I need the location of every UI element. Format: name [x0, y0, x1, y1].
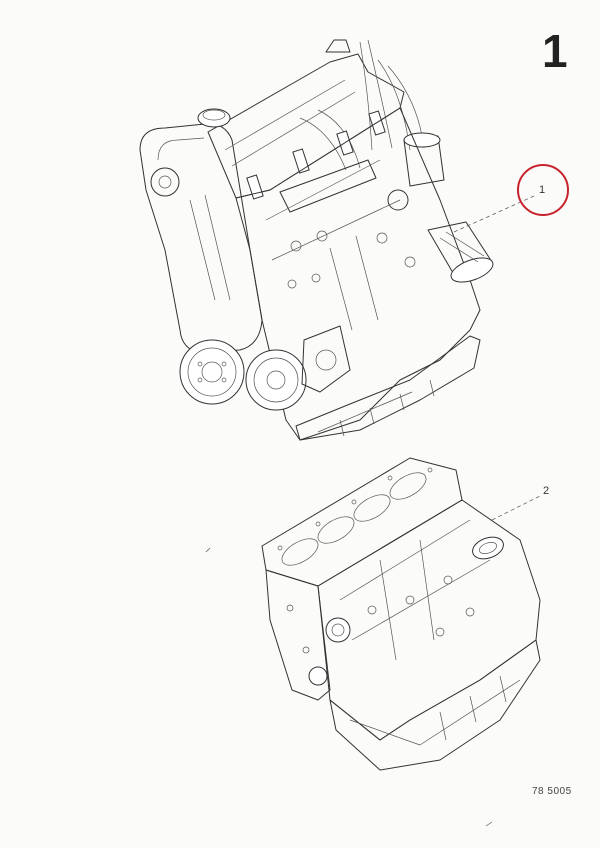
page-number: 1	[542, 25, 568, 77]
engine-assembly-illustration[interactable]	[139, 39, 535, 441]
callout-1-label: 1	[539, 184, 545, 196]
callout-1[interactable]: 1	[517, 164, 569, 216]
scan-mark	[205, 547, 211, 553]
callout-2[interactable]: 2	[543, 485, 549, 497]
short-block-illustration[interactable]	[261, 457, 541, 771]
scan-mark	[485, 821, 493, 827]
callout-1-highlight-circle	[517, 164, 569, 216]
drawing-reference-code: 78 5005	[532, 786, 572, 797]
callout-2-label: 2	[543, 485, 549, 497]
